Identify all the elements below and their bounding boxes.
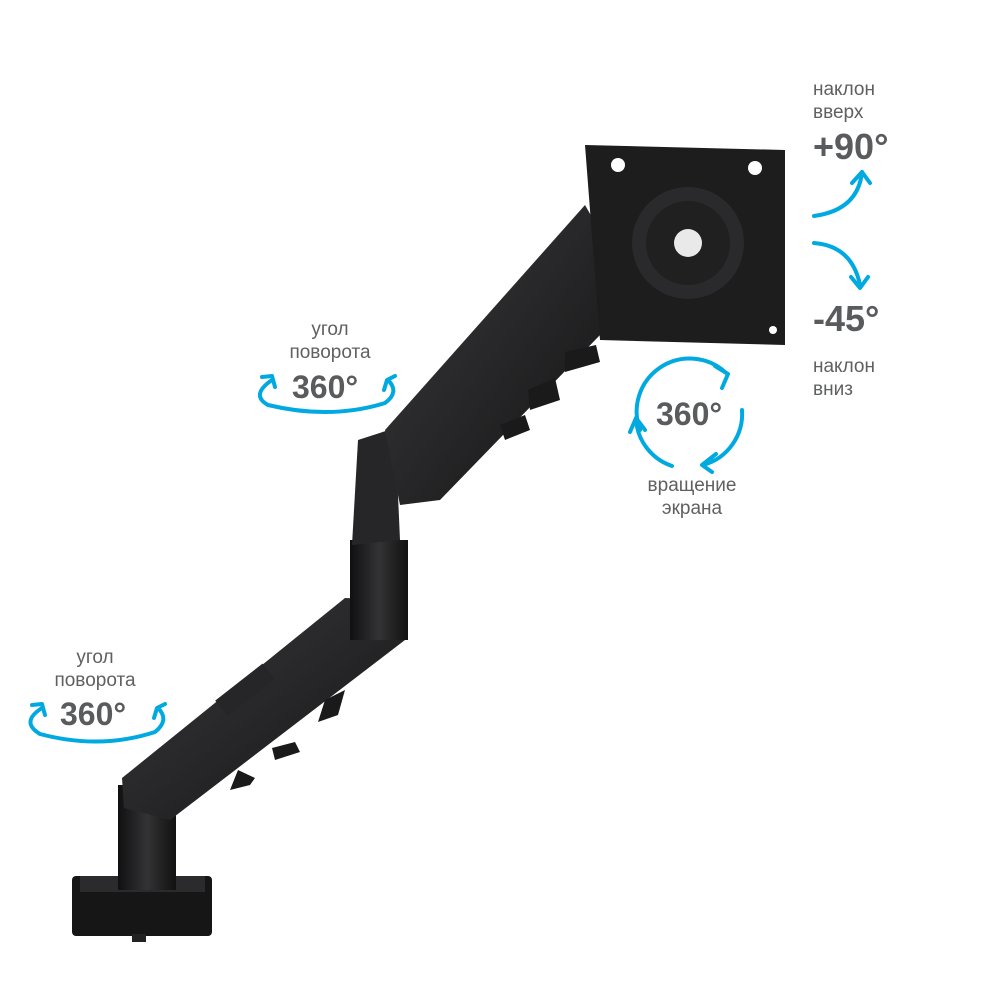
screen-rotation-arrows-icon (628, 356, 745, 474)
tilt-up-label-line1: наклон (813, 79, 875, 100)
screen-rotation-value: 360° (656, 396, 723, 432)
tilt-up-arrow-icon (812, 170, 872, 218)
lower-swivel-label-line2: поворота (54, 670, 136, 691)
tilt-down-label-line1: наклон (813, 356, 875, 377)
tilt-up-label-line2: вверх (813, 102, 864, 123)
lower-swivel-label: угол поворота (35, 646, 155, 692)
screen-rotation-label-line1: вращение (647, 475, 737, 496)
tilt-down-label: наклон вниз (813, 355, 875, 401)
upper-arm (385, 205, 605, 505)
upper-swivel-label-line1: угол (311, 319, 349, 340)
lower-swivel-arrows-icon (28, 702, 167, 744)
vesa-plate (585, 145, 785, 345)
tilt-up-label: наклон вверх (813, 78, 875, 124)
tilt-up-value: +90° (813, 126, 889, 167)
upper-swivel-arrows-icon (258, 374, 397, 415)
tilt-down-arrow-icon (812, 241, 870, 290)
upper-swivel-value: 360° (292, 369, 359, 405)
upper-swivel-label: угол поворота (270, 318, 390, 364)
tilt-down-label-line2: вниз (813, 379, 853, 400)
upper-swivel-label-line2: поворота (289, 342, 371, 363)
lower-swivel-value: 360° (60, 696, 127, 732)
tilt-down-value: -45° (813, 298, 880, 339)
lower-swivel-label-line1: угол (76, 647, 114, 668)
lower-arm (122, 598, 405, 820)
elbow-post (350, 428, 408, 640)
screen-rotation-label: вращение экрана (632, 474, 752, 520)
screen-rotation-label-line2: экрана (661, 498, 723, 519)
